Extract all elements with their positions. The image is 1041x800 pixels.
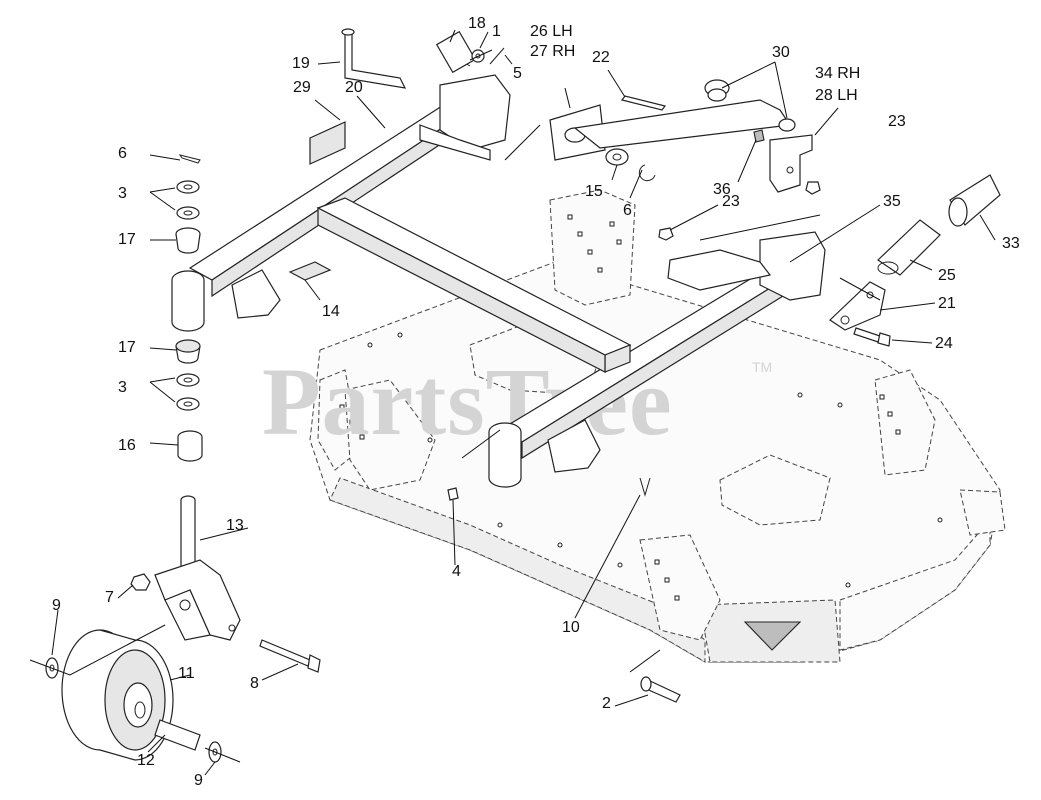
callout-18: 18 (468, 15, 486, 32)
e-clip-6-upper (638, 164, 656, 182)
callout-34-rh: 34 RH (815, 65, 860, 82)
bolt-8 (259, 639, 311, 667)
axle-spacer-12 (154, 719, 201, 751)
callout-2: 2 (602, 695, 611, 712)
callout-25: 25 (938, 267, 956, 284)
decal-14 (288, 261, 332, 281)
callout-35: 35 (883, 193, 901, 210)
callout-8: 8 (250, 675, 259, 692)
bracket-21 (829, 281, 886, 331)
deck-carrier-frame (171, 74, 826, 488)
callout-13: 13 (226, 517, 244, 534)
callout-15: 15 (585, 183, 603, 200)
callout-30: 30 (772, 44, 790, 61)
callout-17-lower: 17 (118, 339, 136, 356)
callout-19: 19 (292, 55, 310, 72)
callout-26-lh: 26 LH (530, 23, 573, 40)
deck-logo-triangle (743, 621, 802, 651)
callout-labels: 18 1 5 26 LH 27 RH 22 30 34 RH 28 LH 19 … (52, 15, 1020, 789)
sleeve-25 (877, 219, 941, 276)
cotter-pin-6 (178, 154, 201, 164)
caster-fork-13 (154, 495, 241, 641)
bolt-4 (447, 487, 459, 501)
callout-3-upper: 3 (118, 185, 127, 202)
washer-15 (605, 148, 629, 166)
nut-23-upper (805, 181, 821, 195)
pivot-shaft-19 (341, 28, 407, 89)
callout-27-rh: 27 RH (530, 43, 575, 60)
grease-fitting-36 (753, 129, 765, 143)
spring-18 (435, 30, 477, 74)
callout-36: 36 (713, 181, 731, 198)
callout-leaders (51, 29, 996, 776)
height-adjust-arm (549, 79, 796, 161)
callout-14: 14 (322, 303, 340, 320)
callout-29: 29 (293, 79, 311, 96)
nut-23-lower (658, 227, 674, 241)
hairpin-10 (639, 477, 651, 497)
callout-22: 22 (592, 49, 610, 66)
watermark-trademark: TM (752, 359, 772, 375)
callout-1: 1 (492, 23, 501, 40)
callout-16: 16 (118, 437, 136, 454)
callout-10: 10 (562, 619, 580, 636)
bolt-24 (853, 327, 881, 343)
callout-9-left: 9 (52, 597, 61, 614)
decal-29 (309, 121, 346, 165)
nut-7 (130, 573, 151, 591)
assembly-guide-lines (461, 124, 881, 459)
callout-6-left: 6 (118, 145, 127, 162)
callout-20: 20 (345, 79, 363, 96)
callout-24: 24 (935, 335, 953, 352)
callout-9-right: 9 (194, 772, 203, 789)
mower-deck-housing (309, 189, 1006, 663)
callout-3-lower: 3 (118, 379, 127, 396)
callout-4: 4 (452, 563, 461, 580)
callout-21: 21 (938, 295, 956, 312)
callout-23-lower: 23 (722, 193, 740, 210)
callout-33: 33 (1002, 235, 1020, 252)
caster-wheel-11 (61, 629, 174, 761)
callout-5: 5 (513, 65, 522, 82)
bracket-34-28 (769, 134, 813, 193)
callout-17-upper: 17 (118, 231, 136, 248)
callout-7: 7 (105, 589, 114, 606)
callout-6-right: 6 (623, 202, 632, 219)
callout-28-lh: 28 LH (815, 87, 858, 104)
caster-pivot-stack (175, 154, 203, 462)
clip-5 (489, 47, 505, 65)
callout-11: 11 (178, 665, 195, 682)
callout-23-upper: 23 (888, 113, 906, 130)
callout-12: 12 (137, 752, 155, 769)
